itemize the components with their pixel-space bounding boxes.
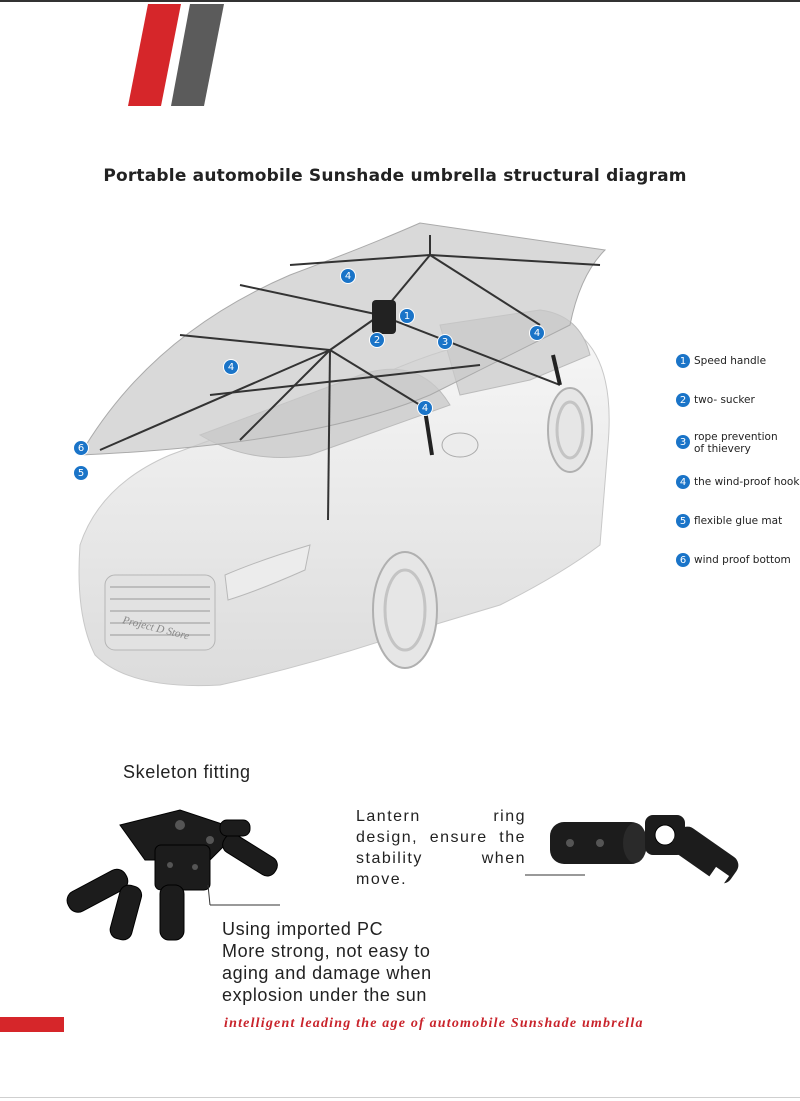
pc-line-2: More strong, not easy to [222,940,432,962]
lantern-ring-fitting-image [525,810,740,895]
callout-4-top: 4 [340,268,356,284]
legend-item-5: 5 flexible glue mat [676,514,782,532]
pc-line-3: aging and damage when [222,962,432,984]
logo-gray-stripe [171,4,224,106]
legend-item-4: 4 the wind-proof hook [676,475,799,493]
callout-4-right: 4 [529,325,545,341]
callout-4-mirror: 4 [417,400,433,416]
footer-red-bar [0,1017,64,1032]
page-title: Portable automobile Sunshade umbrella st… [0,166,790,186]
legend-item-2: 2 two- sucker [676,393,755,411]
imported-pc-description: Using imported PC More strong, not easy … [222,918,432,1006]
legend-number: 5 [676,514,690,528]
callout-6: 6 [73,440,89,456]
legend-text: the wind-proof hook [694,475,799,488]
legend-number: 1 [676,354,690,368]
pc-line-1: Using imported PC [222,918,432,940]
legend-number: 6 [676,553,690,567]
legend-item-3: 3 rope prevention of thievery [676,430,786,448]
speed-handle [372,300,396,334]
side-mirror [442,433,478,457]
legend-text: two- sucker [694,393,755,406]
pc-line-4: explosion under the sun [222,984,432,1006]
bottom-border [0,1097,800,1098]
tagline: intelligent leading the age of automobil… [224,1016,644,1032]
legend-text: Speed handle [694,354,766,367]
car-umbrella-illustration: Project D Store [60,215,620,715]
legend-text: rope prevention of thievery [694,430,784,455]
logo-red-stripe [128,4,181,106]
legend-number: 4 [676,475,690,489]
callout-4-left: 4 [223,359,239,375]
callout-2: 2 [369,332,385,348]
legend-number: 3 [676,435,690,449]
callout-5: 5 [73,465,89,481]
legend-item-1: 1 Speed handle [676,354,766,372]
lantern-ring-description: Lantern ring design, ensure the stabilit… [356,806,526,890]
callout-3: 3 [437,334,453,350]
brand-logo-stripes [120,0,230,110]
legend-number: 2 [676,393,690,407]
callout-1: 1 [399,308,415,324]
skeleton-fitting-heading: Skeleton fitting [123,762,251,783]
legend-text: flexible glue mat [694,514,782,527]
legend-text: wind proof bottom [694,553,791,566]
legend-item-6: 6 wind proof bottom [676,553,791,571]
